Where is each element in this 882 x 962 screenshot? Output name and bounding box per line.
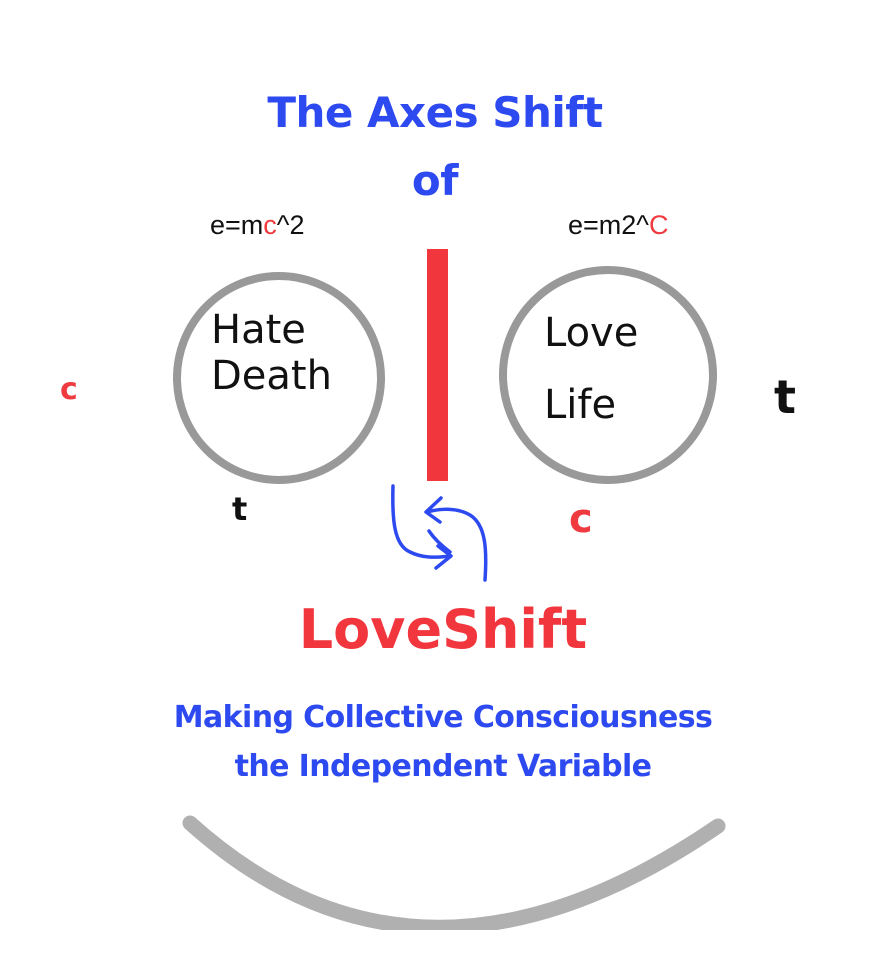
left-eye-circle <box>173 272 385 484</box>
right-circle-line-1: Love <box>544 310 639 356</box>
title-line-1: The Axes Shift <box>267 88 603 137</box>
left-equation-highlight: c <box>263 210 277 240</box>
tagline-line-1: Making Collective Consciousness <box>173 700 713 735</box>
right-circle-line-2: Life <box>544 382 617 428</box>
swap-arrows-icon <box>391 484 488 582</box>
right-horizontal-axis-label: c <box>569 496 593 542</box>
brand-title: LoveShift <box>298 598 588 661</box>
left-vertical-axis-label: c <box>60 372 78 407</box>
title-line-2: of <box>411 156 459 205</box>
center-divider-bar <box>427 249 448 481</box>
right-equation-highlight: C <box>648 210 669 240</box>
smile-arc <box>182 815 726 930</box>
right-circle-text: Love Life <box>544 308 638 430</box>
right-equation-prefix: e=m2^ <box>568 210 649 240</box>
right-equation: e=m2^C <box>568 210 668 241</box>
right-vertical-axis-label: t <box>774 370 796 424</box>
right-eye-circle <box>499 266 717 484</box>
left-horizontal-axis-label: t <box>232 490 248 528</box>
left-circle-line-2: Death <box>211 353 332 399</box>
left-circle-text: Hate Death <box>211 307 332 399</box>
left-equation-suffix: ^2 <box>276 210 305 240</box>
left-equation-prefix: e=m <box>210 210 264 240</box>
left-circle-line-1: Hate <box>211 307 306 353</box>
left-equation: e=mc^2 <box>210 210 304 241</box>
tagline-line-2: the Independent Variable <box>234 749 652 784</box>
